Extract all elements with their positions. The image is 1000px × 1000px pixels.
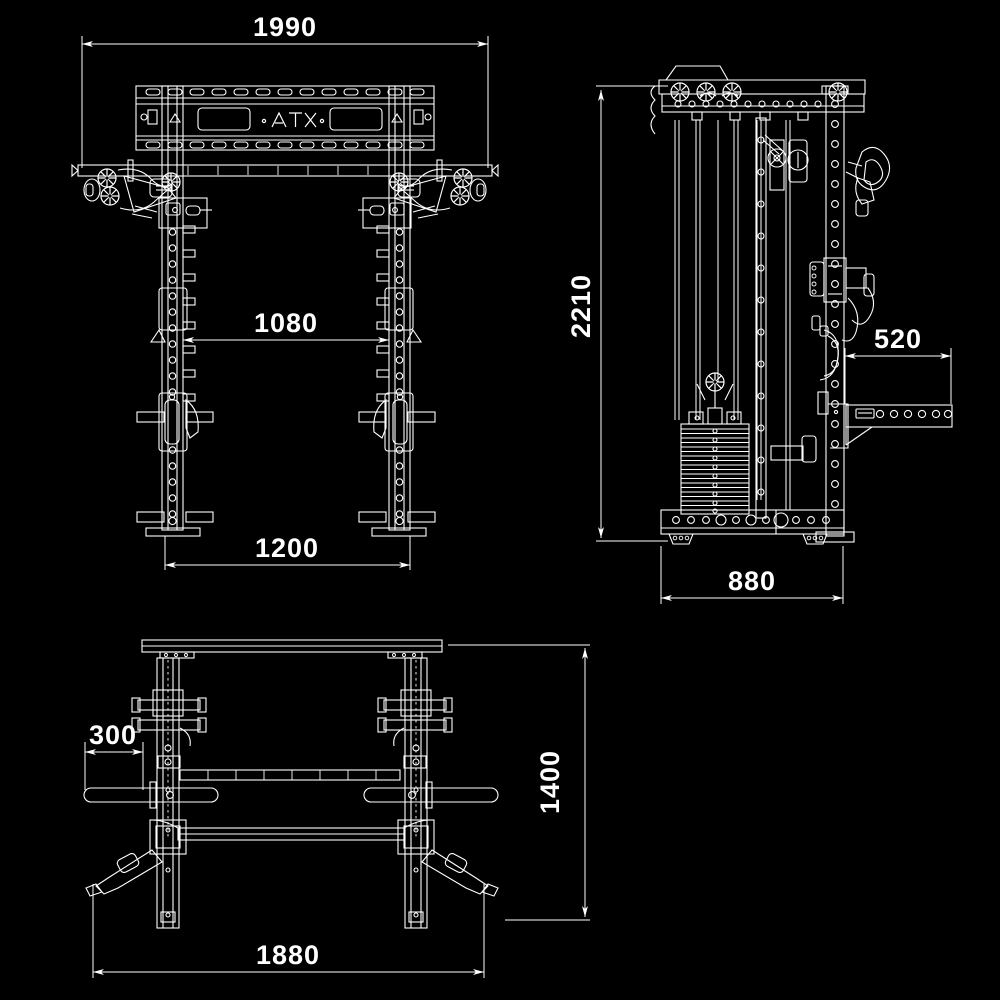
dimension-plan-width	[92, 884, 485, 978]
plan-top-rail	[141, 639, 443, 659]
side-hook-attachment	[811, 287, 875, 342]
right-jcup-carriage-upper	[384, 287, 423, 343]
side-centre-guide-rail	[755, 117, 767, 519]
dimension-overall-height	[596, 85, 668, 542]
left-spotter-carriage	[136, 392, 214, 452]
plan-right-column	[377, 657, 499, 929]
side-view-dimensions	[596, 85, 952, 604]
side-cable-selector	[762, 134, 809, 191]
dimension-label-880: 880	[728, 566, 776, 596]
left-base-foot	[136, 511, 214, 537]
dimension-label-1200: 1200	[255, 533, 319, 563]
left-upright-tabs	[182, 225, 196, 402]
header-hole-row	[674, 100, 822, 108]
front-crossbar	[71, 159, 499, 182]
side-top-handle-assembly	[845, 146, 891, 217]
dimension-base-depth	[660, 546, 844, 604]
plan-pullup-bar	[179, 769, 401, 781]
dimension-label-1990: 1990	[253, 12, 317, 42]
right-spotter-carriage	[358, 392, 436, 452]
side-view	[650, 65, 953, 545]
top-view	[83, 639, 499, 929]
side-weight-stack	[680, 372, 750, 515]
dimension-plan-depth	[448, 644, 590, 921]
dimension-handle-offset	[84, 742, 144, 790]
front-top-beam	[135, 85, 435, 151]
extension-arm-holes	[875, 409, 953, 419]
dimension-label-520: 520	[874, 324, 922, 354]
right-upright-holes	[395, 228, 404, 518]
front-view	[71, 85, 499, 537]
dimension-overall-width	[81, 36, 489, 168]
atx-logo	[261, 111, 325, 128]
side-extension-arm	[828, 403, 953, 449]
dimension-label-1080: 1080	[254, 308, 318, 338]
side-base-rail	[660, 509, 845, 535]
top-view-dimensions	[84, 644, 590, 978]
side-levelling-feet	[668, 533, 828, 545]
side-guide-rods	[674, 120, 791, 510]
dimension-base-width	[164, 536, 411, 570]
side-mid-crosstube	[770, 435, 817, 463]
side-top-header	[650, 65, 866, 135]
right-base-foot	[358, 511, 436, 537]
dimension-label-2210: 2210	[566, 274, 596, 338]
centre-rail-holes	[757, 136, 765, 496]
dimension-label-1880: 1880	[256, 940, 320, 970]
plan-barbell	[83, 781, 499, 809]
front-left-upright	[136, 85, 214, 537]
dimension-label-1400: 1400	[535, 750, 565, 814]
dimension-label-300: 300	[89, 720, 137, 750]
base-rail-holes	[672, 512, 830, 528]
left-jcup-carriage-upper	[149, 287, 188, 343]
right-upright-tabs	[376, 225, 390, 402]
front-view-dimensions	[81, 36, 489, 570]
dimension-arm-extension	[844, 348, 952, 404]
front-right-upright	[358, 85, 436, 537]
plan-lower-crossmember	[151, 819, 431, 841]
side-lower-hooks	[817, 325, 839, 415]
weight-stack-pin-holes	[712, 428, 718, 514]
side-mid-carriage	[809, 257, 875, 303]
